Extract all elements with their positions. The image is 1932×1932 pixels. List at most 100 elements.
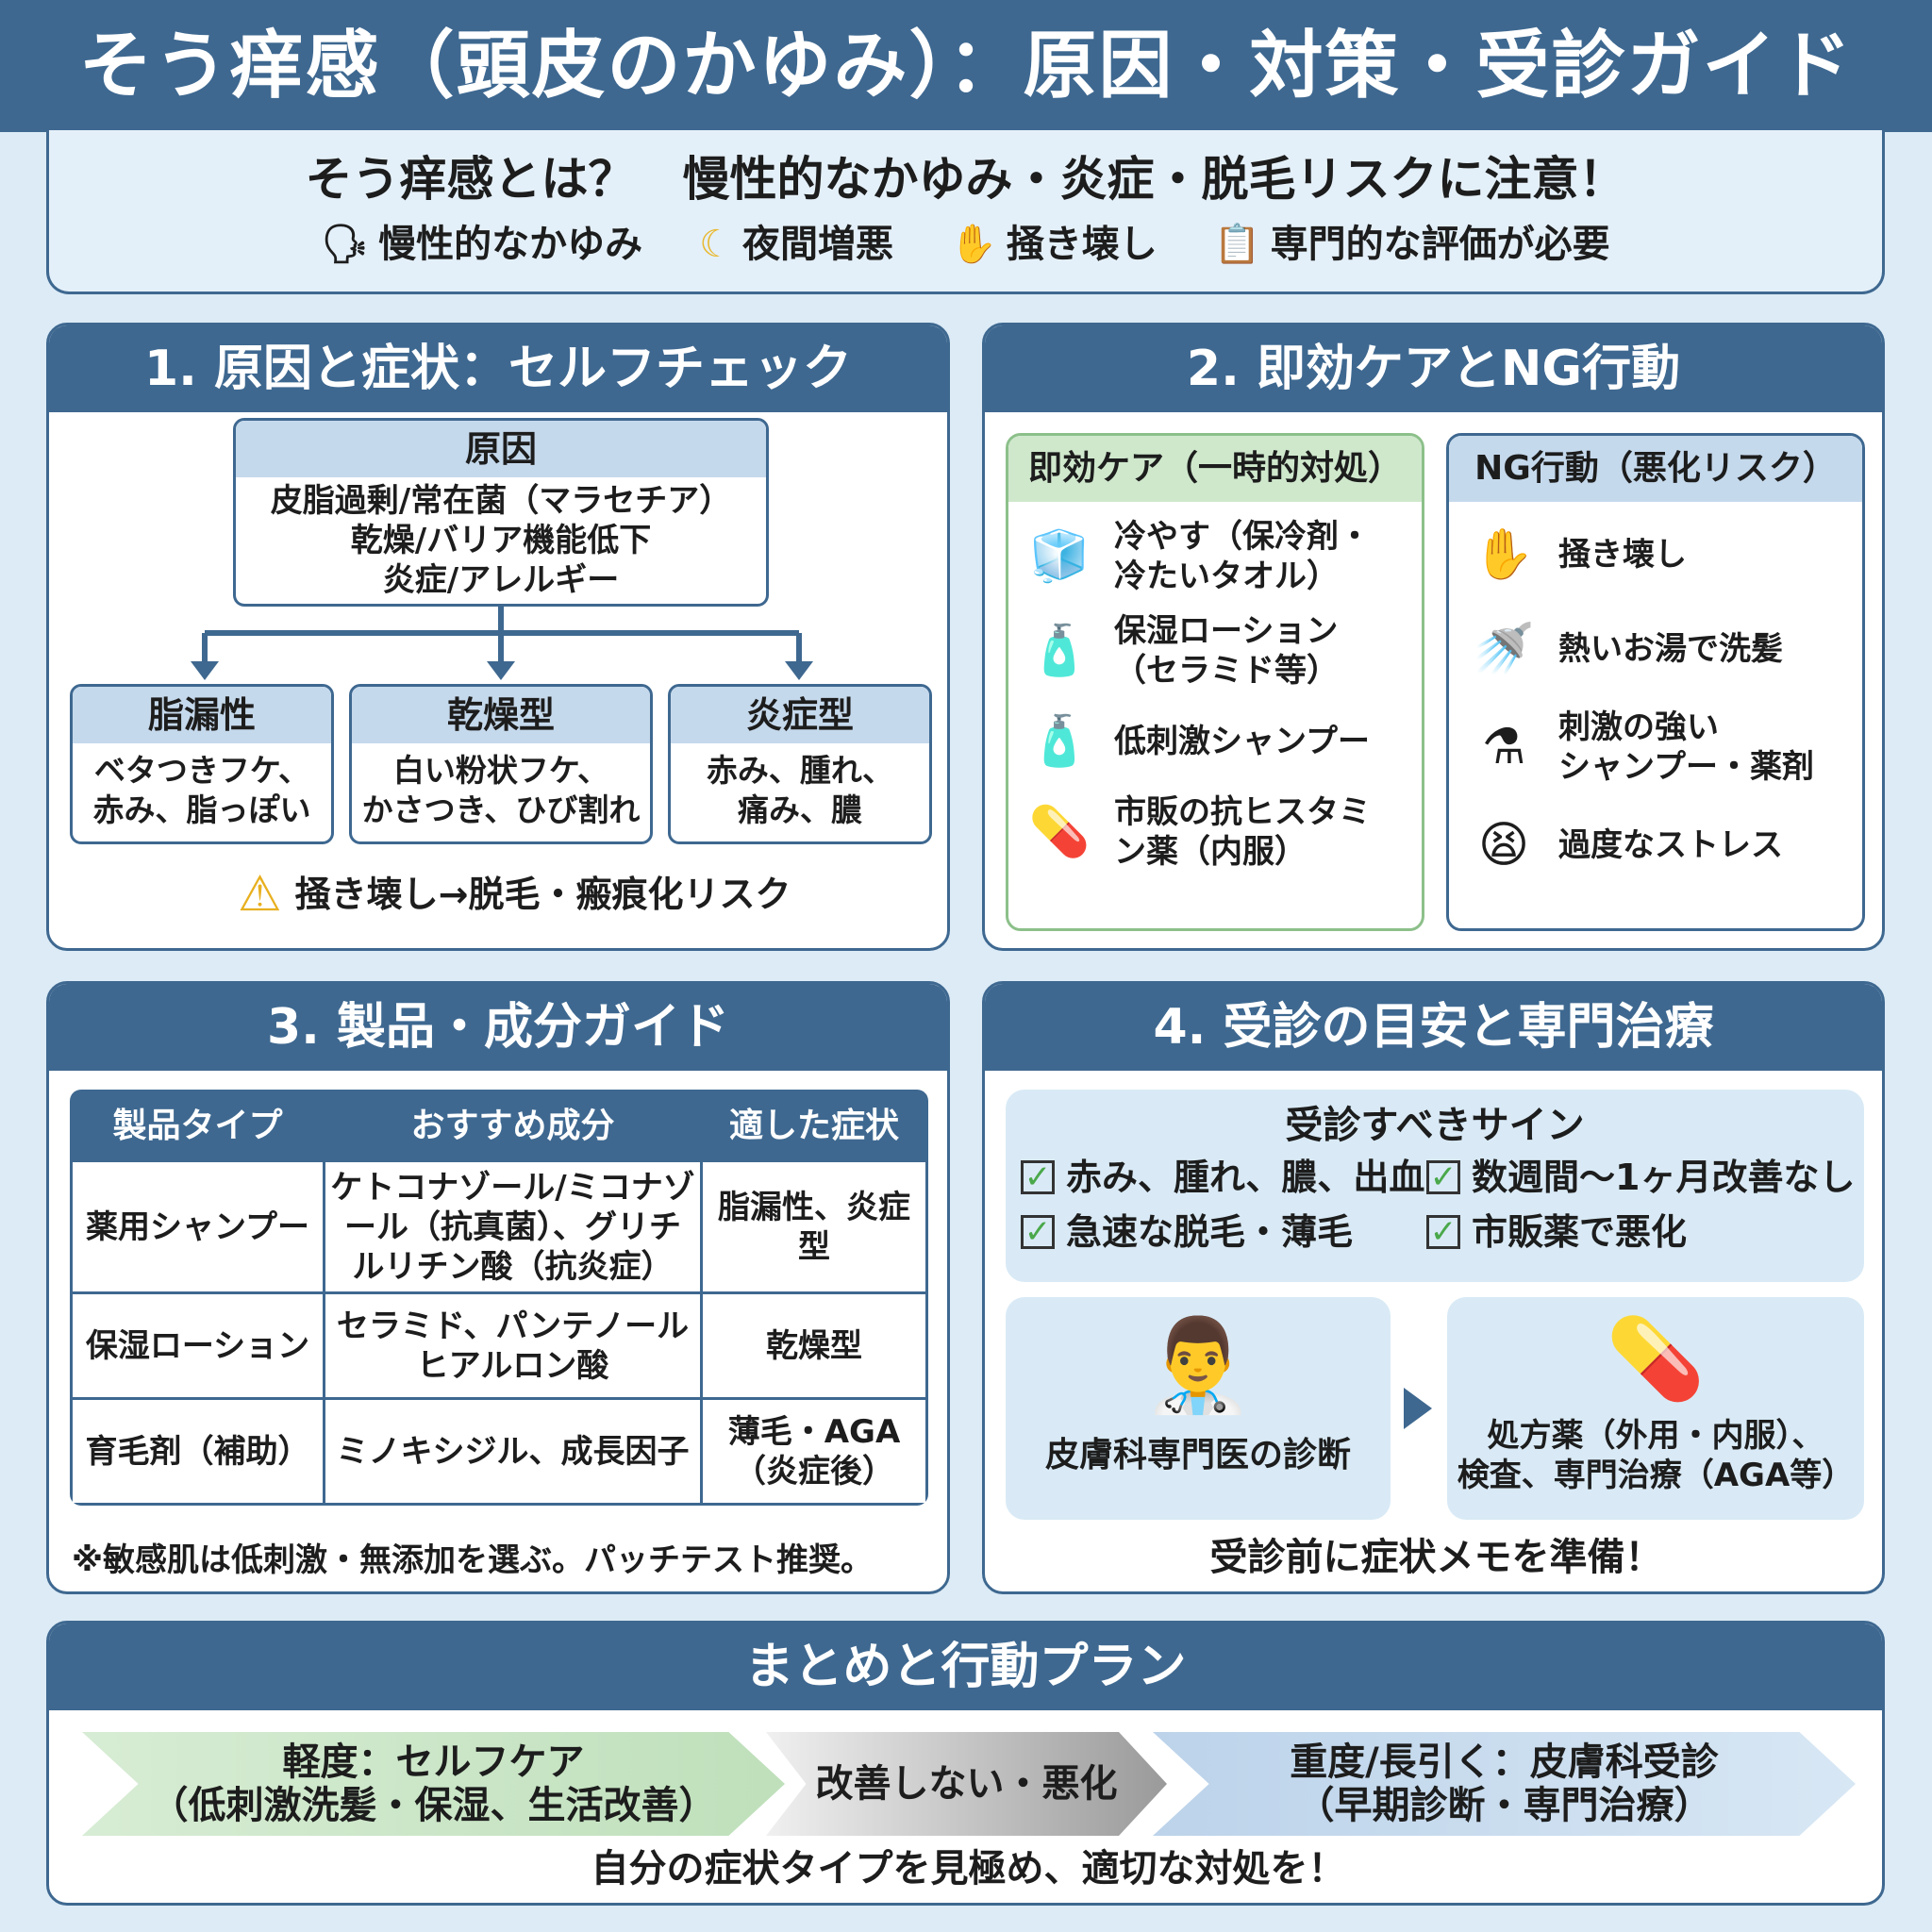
scratching-hand-icon: ✋ <box>950 223 997 266</box>
arrow-right-icon <box>1404 1388 1432 1429</box>
ng-line: 過度なストレス <box>1558 826 1783 864</box>
cause-line: 皮脂過剰/常在菌（マラセチア） <box>270 482 732 520</box>
step-mild: 軽度：セルフケア（低刺激洗髪・保湿、生活改善） <box>82 1732 785 1836</box>
col-header: 製品タイプ <box>70 1090 325 1162</box>
type-line: 赤み、腫れ、 <box>706 752 894 789</box>
step-line: （低刺激洗髪・保湿、生活改善） <box>150 1784 717 1827</box>
care-item: 🧴 低刺激シャンプー <box>1024 706 1407 777</box>
care-line: 市販の抗ヒスタミ <box>1114 793 1371 831</box>
cause-box: 原因 皮脂過剰/常在菌（マラセチア）乾燥/バリア機能低下炎症/アレルギー <box>233 418 769 607</box>
table-row: 保湿ローションセラミド、パンテノール ヒアルロン酸乾燥型 <box>70 1291 928 1400</box>
care-line: 冷たいタオル） <box>1114 558 1339 595</box>
col-header: 適した症状 <box>700 1090 928 1162</box>
memo-note: 受診前に症状メモを準備！ <box>1209 1536 1663 1579</box>
product-note: ※敏感肌は低刺激・無添加を選ぶ。パッチテスト推奨。 <box>72 1541 874 1579</box>
treatment-line: 検査、専門治療（AGA等） <box>1457 1457 1855 1494</box>
quick-care-head: 即効ケア（一時的対処） <box>1008 436 1422 502</box>
treatment-box: 💊 処方薬（外用・内服）、検査、専門治療（AGA等） <box>1447 1297 1864 1520</box>
cell: 脂漏性、炎症型 <box>700 1159 928 1294</box>
shampoo-bottle-icon: 🧴 <box>1028 713 1091 770</box>
intro-lead: そう痒感とは？ 慢性的なかゆみ・炎症・脱毛リスクに注意！ <box>305 152 1626 207</box>
branch-arrows <box>191 607 813 680</box>
cell: 育毛剤（補助） <box>70 1397 325 1506</box>
ng-line: シャンプー・薬剤 <box>1558 748 1814 786</box>
page-title: そう痒感（頭皮のかゆみ）：原因・対策・受診ガイド <box>0 0 1932 132</box>
doctor-text: 皮膚科専門医の診断 <box>1044 1436 1351 1474</box>
checkbox-icon: ✓ <box>1426 1160 1460 1194</box>
warning-icon: ⚠ <box>238 866 282 923</box>
section-causes: 1. 原因と症状：セルフチェック 原因 皮脂過剰/常在菌（マラセチア）乾燥/バリ… <box>46 323 950 951</box>
step-worsen: 改善しない・悪化 <box>766 1732 1167 1836</box>
care-line: 低刺激シャンプー <box>1114 723 1370 760</box>
medicine-bottle-icon: 💊 <box>1028 804 1091 860</box>
cause-line: 乾燥/バリア機能低下 <box>350 522 652 559</box>
ng-line: 掻き壊し <box>1558 536 1687 574</box>
ice-pack-icon: 🧊 <box>1028 528 1091 585</box>
type-box-inflammatory: 炎症型赤み、腫れ、痛み、膿 <box>668 684 932 844</box>
sign-text: 急速な脱毛・薄毛 <box>1066 1211 1354 1253</box>
ng-item: 😫 過度なストレス <box>1468 809 1843 881</box>
cell: セラミド、パンテノール ヒアルロン酸 <box>323 1291 703 1400</box>
type-head: 乾燥型 <box>352 687 650 743</box>
care-line: 冷やす（保冷剤・ <box>1114 518 1371 556</box>
intro-item-label: 夜間増悪 <box>742 223 893 266</box>
sign-text: 市販薬で悪化 <box>1472 1211 1688 1253</box>
product-table: 製品タイプおすすめ成分適した症状 薬用シャンプーケトコナゾール/ミコナゾール（抗… <box>70 1090 928 1506</box>
type-line: かさつき、ひび割れ <box>361 791 641 828</box>
clipboard-icon: 📋 <box>1213 223 1261 266</box>
section-title: 4. 受診の目安と専門治療 <box>985 984 1882 1071</box>
treatment-line: 処方薬（外用・内服）、 <box>1487 1417 1824 1455</box>
ng-item: 🚿熱いお湯で洗髪 <box>1468 613 1843 685</box>
step-severe: 重度/長引く：皮膚科受診（早期診断・専門治療） <box>1153 1732 1856 1836</box>
section-title: 2. 即効ケアとNG行動 <box>985 325 1882 412</box>
sign-item: ✓ 赤み、腫れ、膿、出血 <box>1021 1156 1426 1199</box>
section-title: 3. 製品・成分ガイド <box>49 984 947 1071</box>
sign-text: 赤み、腫れ、膿、出血 <box>1066 1157 1425 1198</box>
intro-box: そう痒感とは？ 慢性的なかゆみ・炎症・脱毛リスクに注意！ 🗣慢性的なかゆみ ☾夜… <box>46 130 1885 294</box>
signs-head: 受診すべきサイン <box>1285 1104 1585 1147</box>
care-item: 🧴 保湿ローション（セラミド等） <box>1024 611 1407 691</box>
stress-icon: 😫 <box>1477 817 1530 874</box>
sign-text: 数週間〜1ヶ月改善なし <box>1472 1157 1856 1198</box>
type-box-dry: 乾燥型白い粉状フケ、かさつき、ひび割れ <box>349 684 653 844</box>
type-line: 白い粉状フケ、 <box>392 752 609 789</box>
intro-item-label: 掻き壊し <box>1006 223 1158 266</box>
step-line: 重度/長引く：皮膚科受診 <box>1290 1740 1719 1784</box>
type-head: 脂漏性 <box>73 687 331 743</box>
step-line: 改善しない・悪化 <box>815 1762 1118 1806</box>
type-line: 痛み、膿 <box>738 791 862 828</box>
moon-sleep-icon: ☾ <box>699 223 733 266</box>
cause-head: 原因 <box>236 421 766 477</box>
step-line: （早期診断・専門治療） <box>1296 1784 1712 1827</box>
table-row: 薬用シャンプーケトコナゾール/ミコナゾール（抗真菌）、グリチルリチン酸（抗炎症）… <box>70 1159 928 1294</box>
intro-item: 🗣慢性的なかゆみ <box>321 221 642 268</box>
warning-text: 掻き壊し→脱毛・瘢痕化リスク <box>294 874 791 915</box>
section-quick-care: 2. 即効ケアとNG行動 即効ケア（一時的対処） 🧊 冷やす（保冷剤・冷たいタオル… <box>982 323 1885 951</box>
care-line: ン薬（内服） <box>1114 833 1307 871</box>
cell: ミノキシジル、成長因子 <box>323 1397 703 1506</box>
face-itch-icon: 🗣 <box>321 223 370 266</box>
ng-box: NG行動（悪化リスク） ✋掻き壊し 🚿熱いお湯で洗髪 ⚗刺激の強いシャンプー・薬… <box>1446 433 1865 931</box>
cause-line: 炎症/アレルギー <box>382 561 620 599</box>
section-products: 3. 製品・成分ガイド 製品タイプおすすめ成分適した症状 薬用シャンプーケトコナ… <box>46 981 950 1594</box>
intro-item: 📋専門的な評価が必要 <box>1214 221 1610 268</box>
doctor-icon: 👨‍⚕️ <box>1141 1312 1255 1418</box>
intro-item-label: 慢性的なかゆみ <box>378 223 643 266</box>
lotion-bottle-icon: 🧴 <box>1028 623 1091 679</box>
type-line: ベタつきフケ、 <box>93 752 310 789</box>
prescription-medicine-icon: 💊 <box>1606 1312 1706 1405</box>
sign-item: ✓ 数週間〜1ヶ月改善なし <box>1426 1156 1860 1199</box>
cell: 薬用シャンプー <box>70 1159 325 1294</box>
table-row: 育毛剤（補助）ミノキシジル、成長因子薄毛・AGA（炎症後） <box>70 1397 928 1506</box>
care-item: 💊 市販の抗ヒスタミン薬（内服） <box>1024 792 1407 872</box>
faucet-icon: 🚿 <box>1473 621 1535 677</box>
cell: 保湿ローション <box>70 1291 325 1400</box>
care-line: 保湿ローション <box>1114 612 1339 650</box>
checkbox-icon: ✓ <box>1426 1215 1460 1249</box>
section-title: 1. 原因と症状：セルフチェック <box>49 325 947 412</box>
checkbox-icon: ✓ <box>1021 1160 1055 1194</box>
col-header: おすすめ成分 <box>323 1090 703 1162</box>
sign-item: ✓急速な脱毛・薄毛 <box>1021 1210 1426 1254</box>
chemical-icon: ⚗ <box>1481 719 1526 775</box>
care-line: （セラミド等） <box>1114 652 1339 690</box>
